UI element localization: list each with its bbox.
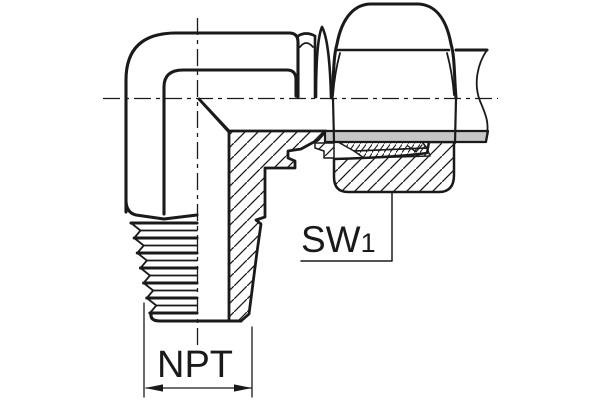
npt-thread-lines bbox=[129, 221, 243, 323]
union-nut-chamfer-curve-right bbox=[446, 52, 455, 96]
hex-bottom-chamfer bbox=[124, 200, 199, 221]
tube-section-gray bbox=[323, 129, 490, 144]
tube-break-line bbox=[475, 49, 489, 141]
sw1-label: SW1 bbox=[301, 219, 376, 260]
elbow-inner-contour bbox=[162, 68, 298, 216]
sw1-callout: SW1 bbox=[300, 192, 393, 262]
cutting-ring-section-2 bbox=[353, 147, 431, 159]
union-nut-chamfer-curve-left bbox=[332, 52, 341, 96]
cutting-ring-edge bbox=[407, 144, 423, 153]
dimension-arrow-right bbox=[234, 384, 252, 392]
body-hex-top-chamfer bbox=[296, 32, 317, 38]
body-hex-corner-wedge bbox=[314, 25, 333, 99]
body-section-hatched bbox=[197, 97, 328, 323]
sw1-leader-line bbox=[300, 192, 393, 262]
stud-bottom-edge bbox=[149, 313, 243, 323]
dimension-arrow-left bbox=[145, 384, 163, 392]
npt-dimension: NPT bbox=[143, 302, 253, 398]
elbow-outer-contour bbox=[124, 31, 300, 214]
npt-thread-crest-zigzag bbox=[130, 222, 158, 319]
body-hex-chamfer-arc bbox=[299, 42, 314, 48]
npt-label: NPT bbox=[157, 344, 233, 386]
union-nut-left-edge-lower bbox=[331, 97, 336, 143]
union-nut-right-edge-lower bbox=[453, 97, 458, 145]
union-nut-outline bbox=[330, 2, 458, 100]
body-nut-thread-interface bbox=[314, 142, 335, 159]
